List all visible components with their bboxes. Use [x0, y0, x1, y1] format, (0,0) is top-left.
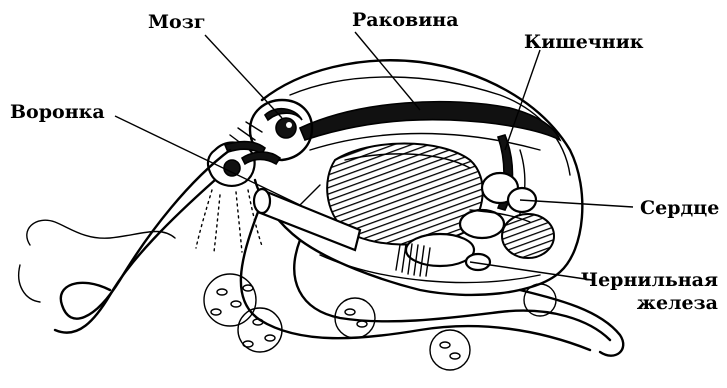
label-heart: Сердце: [640, 197, 719, 219]
label-ink-gland-line1: Чернильная: [581, 269, 718, 291]
label-funnel: Воронка: [10, 101, 105, 123]
leader-brain: [205, 35, 282, 118]
label-intestine: Кишечник: [524, 31, 644, 53]
sucker-cluster-left: [204, 274, 282, 352]
shell: [300, 102, 560, 150]
label-brain: Мозг: [148, 11, 205, 33]
label-shell: Раковина: [352, 9, 459, 31]
leader-shell: [355, 32, 420, 110]
water-jets: [196, 190, 262, 252]
head: [208, 100, 312, 186]
leader-heart: [520, 200, 633, 207]
label-ink-gland-line2: железа: [637, 292, 718, 314]
